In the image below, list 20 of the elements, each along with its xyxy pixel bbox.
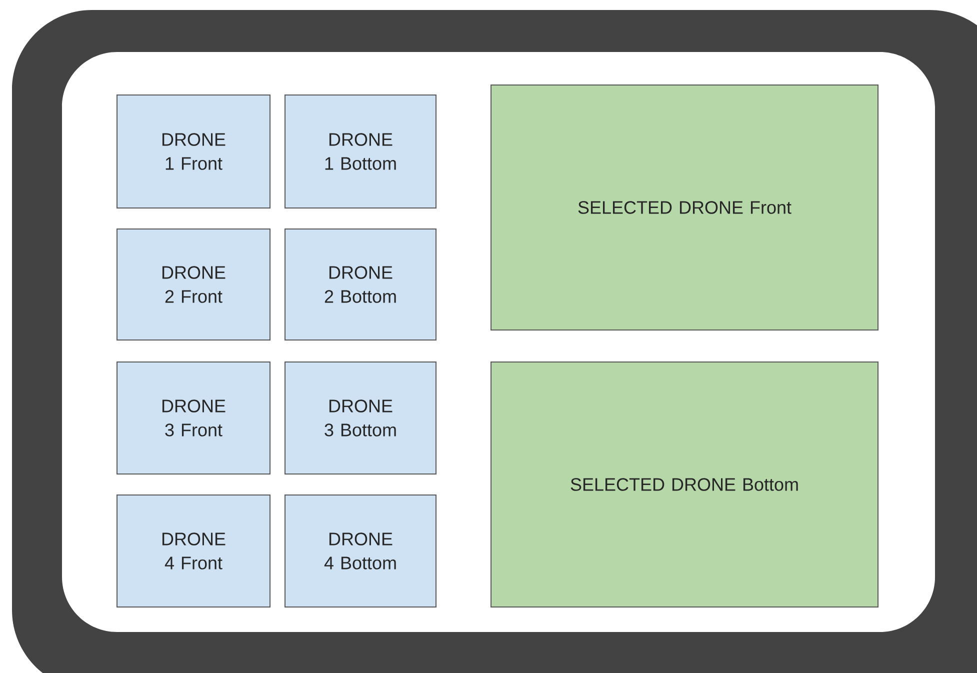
tile-label: SELECTED DRONE Bottom bbox=[570, 478, 798, 491]
tile-label: DRONE 1 Front bbox=[162, 133, 226, 170]
preview-tile bbox=[116, 94, 270, 208]
preview-tile bbox=[284, 362, 436, 474]
tile-label: DRONE 4 Front bbox=[162, 532, 226, 570]
tile-label: SELECTED DRONE Front bbox=[578, 201, 792, 214]
tile-label: DRONE 3 Bottom bbox=[324, 400, 396, 436]
preview-tile bbox=[284, 94, 436, 208]
tile-label: DRONE 2 Bottom bbox=[324, 266, 396, 303]
main-view-panel bbox=[490, 362, 878, 608]
preview-tile bbox=[116, 494, 270, 608]
preview-tile bbox=[116, 228, 270, 340]
tile-label: DRONE 3 Front bbox=[162, 400, 226, 436]
preview-tile bbox=[284, 228, 436, 340]
preview-tile bbox=[284, 494, 436, 608]
preview-tile bbox=[116, 362, 270, 474]
main-view-panel bbox=[490, 84, 878, 330]
tile-label: DRONE 4 Bottom bbox=[324, 532, 396, 570]
tile-label: DRONE 2 Front bbox=[162, 266, 226, 303]
tile-label: DRONE 1 Bottom bbox=[325, 133, 396, 170]
